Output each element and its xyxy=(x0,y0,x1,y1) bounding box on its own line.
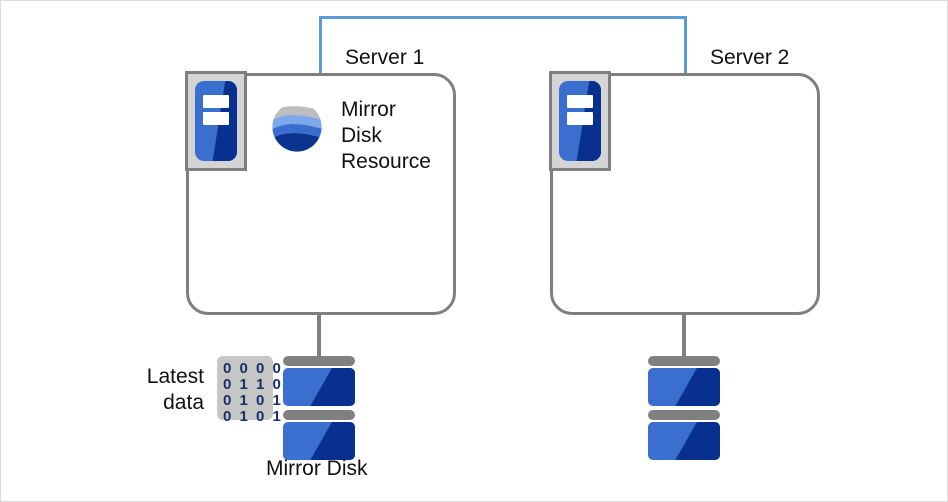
server-link-right-leg xyxy=(684,16,687,74)
mirror-disk-server2 xyxy=(648,356,720,464)
server-icon-slot-top xyxy=(566,94,594,108)
binary-row: 0 1 1 0 xyxy=(223,376,283,393)
latest-data-label: Latest data xyxy=(121,364,204,416)
mirror-disk-resource-label-line3: Resource xyxy=(341,150,431,173)
disk-slab-top xyxy=(648,368,720,406)
server-link-top-segment xyxy=(319,16,687,19)
mirror-disk-resource-icon xyxy=(269,99,325,155)
disk-slab-shading xyxy=(675,422,720,460)
server-icon xyxy=(185,71,247,171)
disk-slab-bottom xyxy=(283,422,355,460)
server-icon xyxy=(549,71,611,171)
mirror-disk-resource-label-line1: Mirror xyxy=(341,98,396,121)
disk-slab-shading xyxy=(310,368,355,406)
server-link-left-leg xyxy=(319,16,322,74)
server-box-server2[interactable] xyxy=(550,73,820,315)
binary-row: 0 1 0 1 xyxy=(223,392,283,409)
disk-slab-top xyxy=(283,368,355,406)
mirror-disk-server1 xyxy=(283,356,355,464)
server-icon-body xyxy=(559,81,601,161)
server-icon-slot-top xyxy=(202,94,230,108)
disk-plate-middle xyxy=(283,410,355,420)
disk-plate-top xyxy=(648,356,720,366)
disk-plate-top xyxy=(283,356,355,366)
disk-slab-shading xyxy=(310,422,355,460)
server-label-server1: Server 1 xyxy=(345,46,425,69)
disk-slab-bottom xyxy=(648,422,720,460)
server1-disk-connector xyxy=(317,314,321,359)
mirror-disk-resource-label: Mirror Disk Resource xyxy=(341,97,431,175)
disk-plate-middle xyxy=(648,410,720,420)
binary-data-block: 0 0 0 0 0 1 1 0 0 1 0 1 0 1 0 1 xyxy=(217,356,283,425)
mirror-disk-resource-label-line2: Disk xyxy=(341,124,382,147)
latest-data-label-line1: Latest xyxy=(146,365,204,388)
latest-data-label-line2: data xyxy=(163,391,204,414)
binary-row: 0 0 0 0 xyxy=(223,360,283,377)
server-label-server2: Server 2 xyxy=(710,46,790,69)
mirror-disk-label: Mirror Disk xyxy=(266,457,368,480)
server2-disk-connector xyxy=(682,314,686,359)
server-icon-slot-bottom xyxy=(566,112,594,126)
binary-row: 0 1 0 1 xyxy=(223,408,283,425)
server-icon-body xyxy=(195,81,237,161)
server-icon-slot-bottom xyxy=(202,112,230,126)
disk-slab-shading xyxy=(675,368,720,406)
